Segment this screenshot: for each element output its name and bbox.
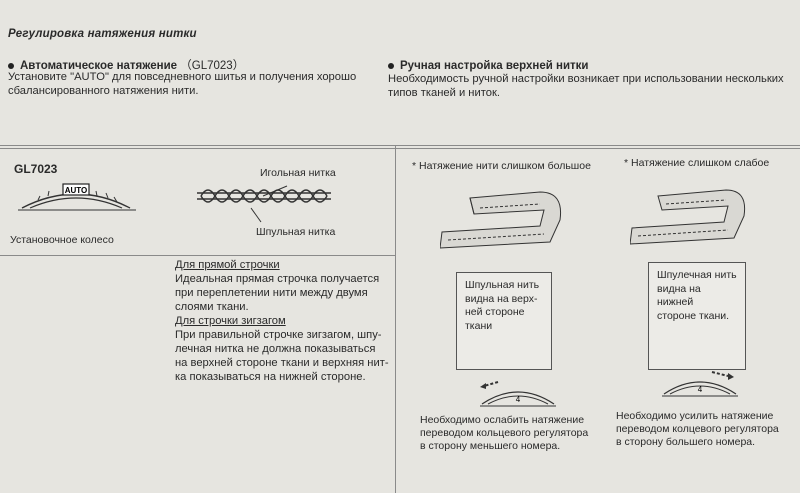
straight-stitch-heading: Для прямой строчки — [175, 259, 280, 271]
fabric-loose-illustration — [630, 189, 746, 245]
too-tight-box: Шпульная нить видна на верх- ней стороне… — [456, 272, 552, 370]
too-tight-caption: Необходимо ослабить натяжение переводом … — [420, 414, 589, 452]
arrow-right-icon — [728, 373, 734, 380]
auto-tension-text: Установите "AUTO" для повседневного шить… — [8, 71, 357, 97]
divider-top-2 — [0, 148, 800, 149]
auto-tension-heading: Автоматическое натяжение （GL7023） — [8, 57, 244, 73]
tension-dial-increase: 4 — [662, 371, 738, 397]
divider-top — [0, 145, 800, 146]
zigzag-line: на верхней стороне ткани и верхняя нит- — [175, 357, 389, 369]
manual-tension-text: Необходимость ручной настройки возникает… — [388, 73, 784, 99]
bullet-icon — [8, 62, 14, 69]
too-loose-caption: Необходимо усилить натяжение переводом к… — [616, 410, 779, 448]
zigzag-line: При правильной строчке зигзагом, шпу- — [175, 329, 382, 341]
auto-model: （GL7023） — [180, 60, 245, 72]
straight-stitch-block: Для прямой строчки Идеальная прямая стро… — [175, 258, 390, 384]
straight-line: при переплетении нити между двумя — [175, 287, 368, 299]
dial-auto-label: AUTO — [65, 186, 88, 195]
tension-dial-decrease: 4 — [480, 381, 556, 407]
too-loose-heading: * Натяжение слишком слабое — [624, 157, 770, 169]
zigzag-line: лечная нитка не должна показываться — [175, 343, 376, 355]
divider-left-mid — [0, 255, 395, 256]
bullet-icon — [388, 62, 394, 69]
dial-caption: Установочное колесо — [10, 234, 114, 246]
dial-number: 4 — [698, 385, 703, 394]
straight-line: Идеальная прямая строчка получается — [175, 273, 380, 285]
zigzag-heading: Для строчки зигзагом — [175, 315, 286, 327]
too-tight-heading: * Натяжение нити слишком большое — [412, 160, 591, 172]
left-model-label: GL7023 — [14, 162, 58, 176]
too-loose-box: Шпулечная нить видна на нижней стороне т… — [648, 262, 746, 370]
needle-thread-label: Игольная нитка — [260, 167, 336, 179]
manual-tension-heading: Ручная настройка верхней нитки — [388, 60, 589, 72]
bobbin-thread-label: Шпульная нитка — [256, 226, 336, 238]
dial-number: 4 — [516, 395, 521, 404]
zigzag-line: ка показываться на нижней стороне. — [175, 371, 366, 383]
straight-line: слоями ткани. — [175, 301, 249, 313]
stitch-diagram — [197, 185, 331, 223]
page-title: Регулировка натяжения нитки — [8, 28, 197, 40]
fabric-tight-illustration — [440, 191, 562, 249]
divider-vertical — [395, 145, 396, 493]
arrow-left-icon — [480, 383, 486, 389]
tension-dial-auto: AUTO — [18, 183, 136, 211]
